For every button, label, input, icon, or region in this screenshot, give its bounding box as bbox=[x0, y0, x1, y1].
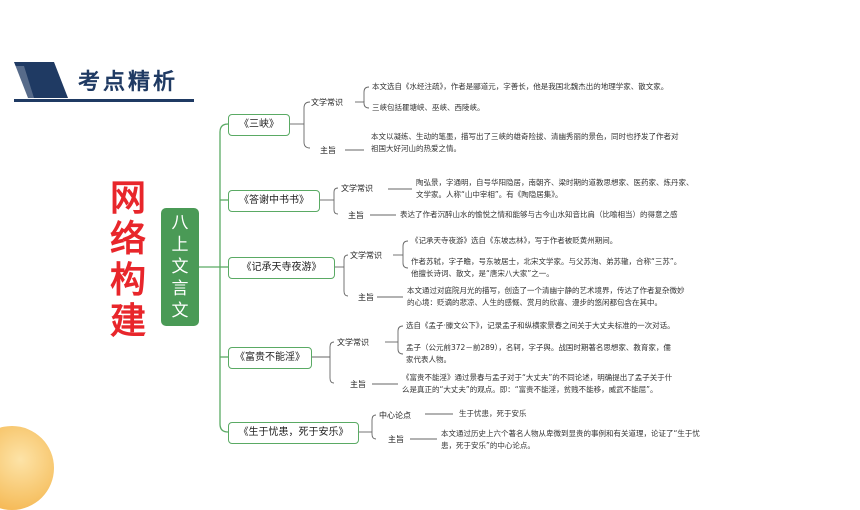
branch-jichengtiansiyeyou: 《记承天寺夜游》 bbox=[228, 257, 335, 279]
node-text: 三峡包括瞿塘峡、巫峡、西陵峡。 bbox=[372, 103, 485, 112]
center-char: 八 bbox=[171, 213, 189, 233]
center-node: 八 上 文 言 文 bbox=[161, 208, 199, 326]
node-text-line: 他擅长诗词、散文，是“唐宋八大家”之一。 bbox=[411, 269, 554, 278]
node-text-line: 作者苏轼，字子瞻，号东坡居士，北宋文学家。与父苏洵、弟苏辙，合称“三苏”。 bbox=[411, 257, 682, 266]
node-text: 作者苏轼，字子瞻，号东坡居士，北宋文学家。与父苏洵、弟苏辙，合称“三苏”。 他擅… bbox=[411, 256, 681, 280]
branch-fuguibunengyin: 《富贵不能淫》 bbox=[228, 347, 312, 369]
center-char: 言 bbox=[171, 279, 189, 299]
node-text-line: 祖国大好河山的热爱之情。 bbox=[371, 144, 461, 153]
node-text: 本文通过历史上六个著名人物从卑微到显贵的事例和有关道理，论证了“生于忧 患，死于… bbox=[441, 428, 700, 452]
main-title-char: 建 bbox=[109, 301, 146, 342]
node-text: 本文通过对庭院月光的描写，创造了一个清幽宁静的艺术境界，传达了作者复杂微妙 的心… bbox=[407, 285, 685, 309]
node-text: 本文选自《水经注疏》，作者是郦道元，字善长，他是我国北魏杰出的地理学家、散文家。 bbox=[372, 82, 669, 91]
center-char: 文 bbox=[171, 257, 189, 277]
node-text-line: 本文以凝练、生动的笔墨，描写出了三峡的雄奇险拔、清幽秀丽的景色，同时也抒发了作者… bbox=[371, 132, 679, 141]
node-text-line: 患，死于安乐”的中心论点。 bbox=[441, 441, 535, 450]
label-theme: 主旨 bbox=[388, 435, 404, 444]
node-text: 孟子（公元前372－前289），名轲，字子舆。战国时期著名思想家、教育家，儒 家… bbox=[406, 342, 671, 366]
label-theme: 主旨 bbox=[348, 211, 364, 220]
main-title: 网 络 构 建 bbox=[106, 178, 150, 342]
section-title: 考点精析 bbox=[78, 69, 179, 95]
center-char: 文 bbox=[171, 301, 189, 321]
node-text: 表达了作者沉醉山水的愉悦之情和能够与古今山水知音比肩（比喻相当）的得意之感 bbox=[400, 210, 678, 219]
node-text-line: 孟子（公元前372－前289），名轲，字子舆。战国时期著名思想家、教育家，儒 bbox=[406, 343, 671, 352]
main-title-char: 络 bbox=[109, 219, 146, 260]
branch-daxiezhongshushu: 《答谢中书书》 bbox=[228, 190, 320, 212]
label-literary-knowledge: 文学常识 bbox=[341, 184, 373, 193]
main-title-char: 构 bbox=[109, 260, 146, 301]
branch-sanxia: 《三峡》 bbox=[228, 114, 290, 136]
label-literary-knowledge: 文学常识 bbox=[350, 251, 382, 260]
title-underline bbox=[14, 99, 194, 102]
node-text: 陶弘景，字通明，自号华阳隐居，南朝齐、梁时期的道教思想家、医药家、炼丹家、 文学… bbox=[416, 177, 694, 201]
node-text-line: 文学家。人称“山中宰相”。有《陶隐居集》。 bbox=[416, 190, 563, 199]
label-literary-knowledge: 文学常识 bbox=[311, 98, 343, 107]
node-text: 《记承天寺夜游》选自《东坡志林》，写于作者被贬黄州期间。 bbox=[411, 236, 618, 245]
branch-shengyuyouhuan: 《生于忧患，死于安乐》 bbox=[228, 422, 359, 444]
node-text-line: 陶弘景，字通明，自号华阳隐居，南朝齐、梁时期的道教思想家、医药家、炼丹家、 bbox=[416, 178, 694, 187]
node-text: 《富贵不能淫》通过景春与孟子对于“大丈夫”的不同论述，明确提出了孟子关于什 么是… bbox=[402, 372, 672, 396]
mindmap-connectors bbox=[199, 86, 453, 440]
header-stripe-icon bbox=[14, 62, 68, 98]
node-text-line: 《富贵不能淫》通过景春与孟子对于“大丈夫”的不同论述，明确提出了孟子关于什 bbox=[402, 373, 673, 382]
node-text: 本文以凝练、生动的笔墨，描写出了三峡的雄奇险拔、清幽秀丽的景色，同时也抒发了作者… bbox=[371, 131, 679, 155]
node-text-line: 本文通过历史上六个著名人物从卑微到显贵的事例和有关道理，论证了“生于忧 bbox=[441, 429, 700, 438]
label-theme: 主旨 bbox=[350, 380, 366, 389]
label-literary-knowledge: 文学常识 bbox=[337, 338, 369, 347]
label-theme: 主旨 bbox=[320, 146, 336, 155]
label-theme: 主旨 bbox=[358, 293, 374, 302]
center-char: 上 bbox=[171, 235, 189, 255]
node-text-line: 家代表人物。 bbox=[406, 355, 451, 364]
node-text: 选自《孟子·滕文公下》，记录孟子和纵横家景春之间关于大丈夫标准的一次对话。 bbox=[406, 321, 675, 330]
node-text: 生于忧患，死于安乐 bbox=[459, 409, 527, 418]
node-text-line: 本文通过对庭院月光的描写，创造了一个清幽宁静的艺术境界，传达了作者复杂微妙 bbox=[407, 286, 685, 295]
main-title-char: 网 bbox=[109, 178, 146, 219]
node-text-line: 的心境：贬谪的悲凉、人生的感慨、赏月的欣喜、漫步的悠闲都包含在其中。 bbox=[407, 298, 662, 307]
node-text-line: 么是真正的“大丈夫”的观点。即：“富贵不能淫，贫贱不能移，威武不能屈”。 bbox=[402, 385, 658, 394]
label-central-argument: 中心论点 bbox=[379, 411, 411, 420]
